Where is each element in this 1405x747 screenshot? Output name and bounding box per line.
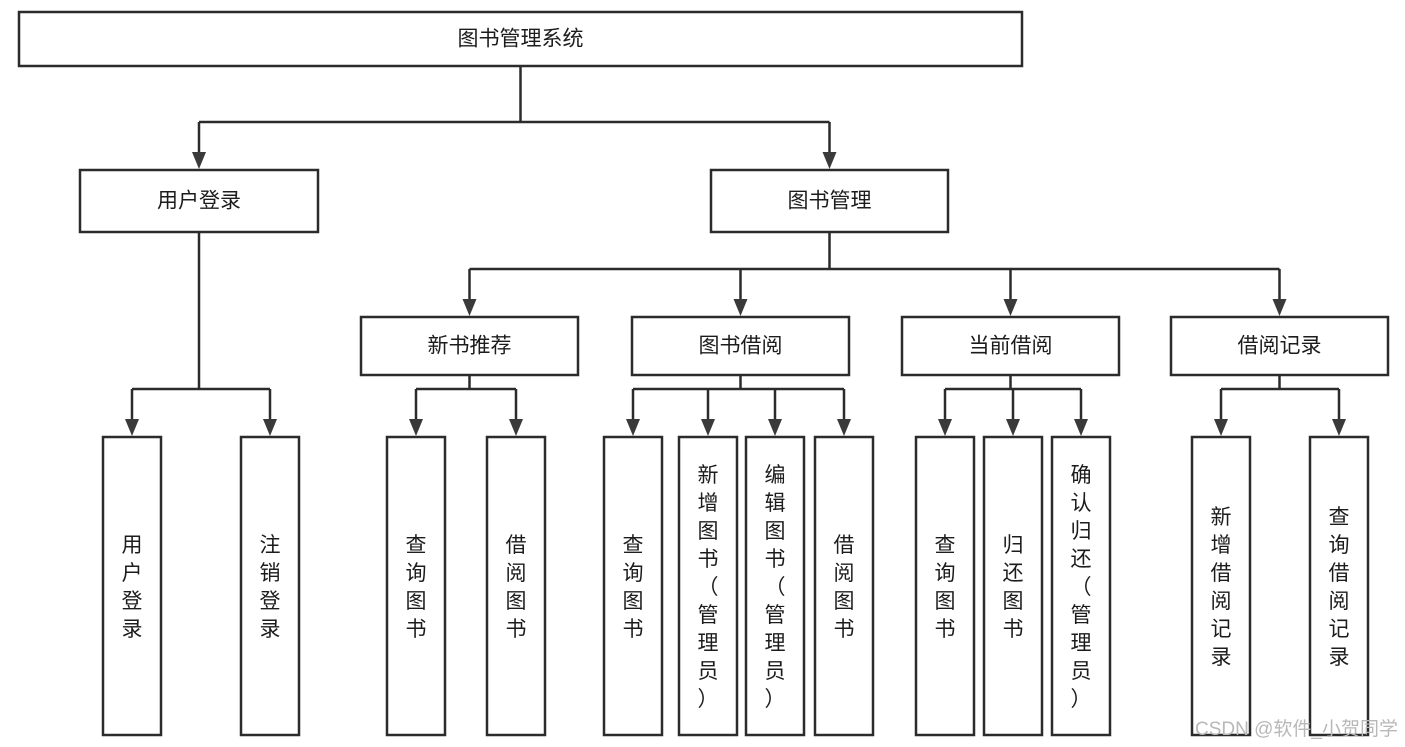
node-label: 当前借阅 [969,335,1053,358]
node-box [359,315,580,377]
node-book-manage[interactable]: 图书管理 [709,168,950,234]
node-bb-borrow-book[interactable]: 借阅图书 [813,435,875,737]
arrow-head-icon [1214,419,1228,436]
node-label: 用户登录 [122,534,143,641]
node-label: 新增图书（管理员） [698,464,719,711]
arrow-head-icon [509,419,523,436]
node-user-logout[interactable]: 注销登录 [239,435,301,737]
node-root[interactable]: 图书管理系统 [17,10,1024,68]
arrow-head-icon [409,419,423,436]
arrow-head-icon [822,152,837,169]
node-label: 图书管理 [788,190,872,213]
node-label: 查询借阅记录 [1329,506,1350,669]
node-bb-edit-book[interactable]: 编辑图书（管理员） [744,435,806,737]
node-label: 新书推荐 [428,335,512,358]
node-current-borrow[interactable]: 当前借阅 [900,315,1121,377]
node-box [900,315,1121,377]
arrow-head-icon [125,419,139,436]
node-cb-query-book[interactable]: 查询图书 [914,435,976,737]
node-box [630,315,851,377]
node-book-borrow[interactable]: 图书借阅 [630,315,851,377]
node-box [17,10,1024,68]
node-box [602,435,664,737]
arrow-head-icon [1332,419,1346,436]
node-label: 新增借阅记录 [1211,506,1232,669]
arrow-head-icon [938,419,952,436]
node-label: 查询图书 [935,534,956,641]
node-box [914,435,976,737]
arrow-head-icon [1074,419,1088,436]
arrow-head-icon [462,299,477,316]
node-user-login[interactable]: 用户登录 [78,168,320,234]
node-label: 借阅图书 [834,534,855,641]
node-cb-confirm-return[interactable]: 确认归还（管理员） [1050,435,1112,737]
node-box [385,435,447,737]
node-layer: 图书管理系统用户登录用户登录注销登录图书管理新书推荐查询图书借阅图书图书借阅查询… [17,10,1390,737]
node-box [101,435,163,737]
node-label: 编辑图书（管理员） [765,464,786,711]
arrow-head-icon [1272,299,1287,316]
node-box [744,435,806,737]
node-label: 查询图书 [406,534,427,641]
arrow-head-icon [626,419,640,436]
node-label: 借阅记录 [1238,335,1322,358]
node-box [709,168,950,234]
arrow-head-icon [1003,299,1018,316]
node-label: 图书借阅 [699,335,783,358]
node-bb-query-book[interactable]: 查询图书 [602,435,664,737]
node-label: 注销登录 [260,534,281,641]
arrow-head-icon [1006,419,1020,436]
node-nbr-borrow-book[interactable]: 借阅图书 [485,435,547,737]
node-box [982,435,1044,737]
arrow-head-icon [837,419,851,436]
node-box [78,168,320,234]
node-nbr-query-book[interactable]: 查询图书 [385,435,447,737]
node-bb-add-book[interactable]: 新增图书（管理员） [677,435,739,737]
arrow-head-icon [768,419,782,436]
csdn-watermark: CSDN @软件_小贺同学 [1195,718,1398,740]
node-user-login-do[interactable]: 用户登录 [101,435,163,737]
node-label: 查询图书 [623,534,644,641]
arrow-head-icon [263,419,277,436]
node-box [239,435,301,737]
node-box [1308,435,1370,737]
node-label: 用户登录 [157,190,241,213]
node-label: 确认归还（管理员） [1071,464,1092,711]
connector-layer [125,66,1346,436]
node-box [1169,315,1390,377]
node-borrow-record[interactable]: 借阅记录 [1169,315,1390,377]
node-br-add-record[interactable]: 新增借阅记录 [1190,435,1252,737]
node-label: 图书管理系统 [458,28,584,51]
node-box [677,435,739,737]
arrow-head-icon [701,419,715,436]
node-box [485,435,547,737]
arrow-head-icon [192,152,206,169]
node-label: 归还图书 [1003,534,1024,641]
node-box [813,435,875,737]
node-cb-return-book[interactable]: 归还图书 [982,435,1044,737]
node-br-query-record[interactable]: 查询借阅记录 [1308,435,1370,737]
node-box [1190,435,1252,737]
arrow-head-icon [733,299,748,316]
node-box [1050,435,1112,737]
node-new-book-recommend[interactable]: 新书推荐 [359,315,580,377]
node-label: 借阅图书 [506,534,527,641]
